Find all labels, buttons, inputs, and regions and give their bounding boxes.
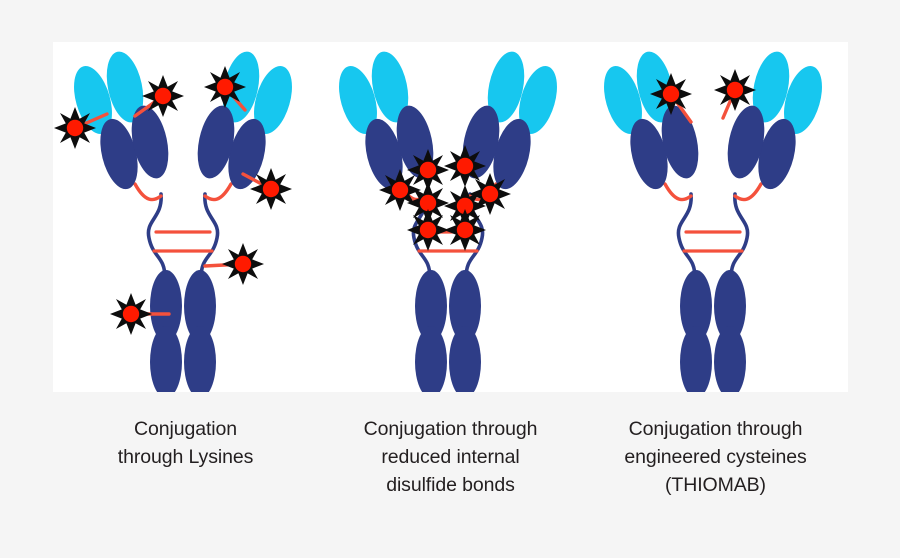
fc-region: [680, 270, 746, 392]
drug-payload: [714, 69, 756, 111]
hinge-disulfide-bonds: [682, 230, 744, 253]
light-chain-linker: [663, 182, 763, 202]
light-chain-linker: [133, 182, 233, 202]
constant-domain-heavy-right: [727, 105, 765, 179]
drug-payload: [650, 73, 692, 115]
caption-lysine-conjugation: Conjugation through Lysines: [117, 418, 254, 468]
drug-payload: [250, 168, 292, 210]
antibody-diagram-reduced-disulfide-conjugation: [318, 42, 583, 392]
drug-payload: [110, 293, 152, 335]
drug-payload: [407, 209, 449, 251]
fab-arm-right: [462, 51, 557, 190]
variable-domain-heavy-right: [487, 51, 525, 123]
drug-payload: [444, 209, 486, 251]
variable-domain-heavy-left: [371, 51, 409, 123]
constant-domain-light-left: [365, 118, 403, 190]
fc-region: [415, 270, 481, 392]
antibody-diagram-thiomab-conjugation: [583, 42, 848, 392]
fab-arm-right: [197, 51, 292, 190]
antibody-diagram-lysine-conjugation: [53, 42, 318, 392]
constant-domain-heavy-right: [197, 105, 235, 179]
drug-payload: [204, 66, 246, 108]
constant-domain-light-right: [758, 118, 796, 190]
antibody-schematic: [54, 51, 292, 392]
caption-thiomab-conjugation: Conjugation through engineered cysteines…: [624, 418, 807, 496]
variable-domain-light-right: [519, 66, 557, 134]
drug-payload: [444, 145, 486, 187]
drug-payload: [142, 75, 184, 117]
variable-domain-heavy-right: [752, 51, 790, 123]
variable-domain-light-left: [604, 66, 642, 134]
constant-domain-heavy-left: [131, 105, 169, 179]
constant-domain-light-right: [228, 118, 266, 190]
constant-domain-heavy-left: [661, 105, 699, 179]
fc-region: [150, 270, 216, 392]
constant-domain-light-left: [630, 118, 668, 190]
caption-reduced-disulfide-conjugation: Conjugation through reduced internal dis…: [363, 418, 538, 496]
caption-row: Conjugation through Lysines Conjugation …: [53, 415, 848, 535]
variable-domain-heavy-left: [106, 51, 144, 123]
drug-payload: [222, 243, 264, 285]
antibody-backbone: [676, 192, 750, 280]
fab-arm-right: [727, 51, 822, 190]
fab-arm-left: [604, 51, 699, 190]
variable-domain-light-right: [784, 66, 822, 134]
variable-domain-heavy-left: [636, 51, 674, 123]
antibody-backbone: [146, 192, 220, 280]
drug-payload: [54, 107, 96, 149]
diagram-panel: [53, 42, 848, 392]
constant-domain-light-left: [100, 118, 138, 190]
hinge-disulfide-bonds: [152, 230, 214, 253]
constant-domain-light-right: [493, 118, 531, 190]
antibody-schematic: [604, 51, 822, 392]
variable-domain-light-left: [339, 66, 377, 134]
variable-domain-light-right: [254, 66, 292, 134]
antibody-schematic: [339, 51, 557, 392]
